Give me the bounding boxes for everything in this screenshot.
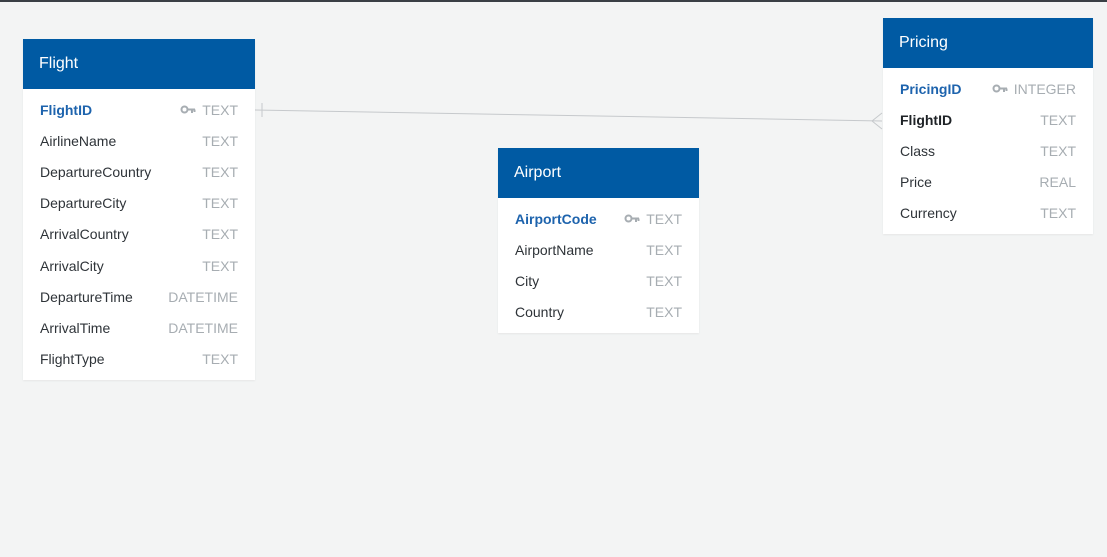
- table-flight[interactable]: Flight FlightID TEXT AirlineName TEXT De…: [23, 39, 255, 380]
- column-row-airlinename[interactable]: AirlineName TEXT: [23, 125, 255, 156]
- column-name: ArrivalCountry: [40, 226, 129, 243]
- relation-flight-pricing[interactable]: [254, 103, 883, 130]
- column-type: TEXT: [202, 163, 238, 180]
- column-type: TEXT: [1040, 111, 1076, 128]
- column-name: Country: [515, 304, 565, 321]
- column-row-country[interactable]: Country TEXT: [498, 297, 699, 328]
- column-row-class[interactable]: Class TEXT: [883, 135, 1093, 166]
- column-name: ArrivalTime: [40, 319, 111, 336]
- column-type: TEXT: [202, 226, 238, 243]
- column-row-arrivalcountry[interactable]: ArrivalCountry TEXT: [23, 219, 255, 250]
- table-header-flight[interactable]: Flight: [23, 39, 255, 89]
- column-name: Currency: [900, 205, 957, 222]
- column-name: Price: [900, 174, 932, 191]
- column-name: FlightType: [40, 351, 105, 368]
- column-name: DepartureCity: [40, 195, 127, 212]
- column-type: DATETIME: [168, 319, 238, 336]
- column-row-arrivalcity[interactable]: ArrivalCity TEXT: [23, 250, 255, 281]
- table-columns-airport: AirportCode TEXT AirportName TEXT City T…: [498, 198, 699, 333]
- column-type: INTEGER: [1013, 80, 1076, 97]
- column-type: TEXT: [646, 210, 682, 227]
- table-pricing[interactable]: Pricing PricingID INTEGER FlightID TEXT …: [883, 18, 1093, 234]
- column-name: FlightID: [900, 111, 953, 128]
- table-columns-pricing: PricingID INTEGER FlightID TEXT Class TE…: [883, 68, 1093, 234]
- table-header-airport[interactable]: Airport: [498, 148, 699, 198]
- column-row-flighttype[interactable]: FlightType TEXT: [23, 344, 255, 375]
- column-row-departuretime[interactable]: DepartureTime DATETIME: [23, 281, 255, 312]
- table-airport[interactable]: Airport AirportCode TEXT AirportName TEX…: [498, 148, 699, 333]
- top-border: [0, 0, 1107, 2]
- key-icon: [624, 214, 640, 223]
- column-type: TEXT: [202, 195, 238, 212]
- column-name: AirportName: [515, 241, 594, 258]
- column-type: TEXT: [202, 351, 238, 368]
- column-name: AirportCode: [515, 210, 597, 227]
- column-name: DepartureCountry: [40, 163, 152, 180]
- column-type: TEXT: [202, 101, 238, 118]
- column-name: PricingID: [900, 80, 962, 97]
- column-row-city[interactable]: City TEXT: [498, 265, 699, 296]
- column-row-departurecountry[interactable]: DepartureCountry TEXT: [23, 156, 255, 187]
- column-row-currency[interactable]: Currency TEXT: [883, 198, 1093, 229]
- relation-line: [254, 109, 883, 122]
- column-row-flightid[interactable]: FlightID TEXT: [23, 94, 255, 125]
- table-header-pricing[interactable]: Pricing: [883, 18, 1093, 68]
- column-row-flightid-fk[interactable]: FlightID TEXT: [883, 104, 1093, 135]
- column-type: REAL: [1039, 174, 1076, 191]
- column-name: ArrivalCity: [40, 257, 104, 274]
- column-name: DepartureTime: [40, 288, 133, 305]
- key-icon: [180, 105, 196, 114]
- column-type: TEXT: [646, 241, 682, 258]
- column-name: AirlineName: [40, 132, 117, 149]
- column-name: Class: [900, 142, 936, 159]
- column-name: FlightID: [40, 101, 93, 118]
- column-row-pricingid[interactable]: PricingID INTEGER: [883, 73, 1093, 104]
- column-row-price[interactable]: Price REAL: [883, 167, 1093, 198]
- column-row-airportname[interactable]: AirportName TEXT: [498, 234, 699, 265]
- table-columns-flight: FlightID TEXT AirlineName TEXT Departure…: [23, 89, 255, 380]
- key-icon: [992, 84, 1008, 93]
- column-type: DATETIME: [168, 288, 238, 305]
- column-name: City: [515, 272, 540, 289]
- column-type: TEXT: [1040, 205, 1076, 222]
- column-type: TEXT: [646, 304, 682, 321]
- column-row-arrivaltime[interactable]: ArrivalTime DATETIME: [23, 312, 255, 343]
- column-row-departurecity[interactable]: DepartureCity TEXT: [23, 188, 255, 219]
- many-end-marker: [871, 112, 883, 130]
- column-type: TEXT: [1040, 142, 1076, 159]
- column-row-airportcode[interactable]: AirportCode TEXT: [498, 203, 699, 234]
- column-type: TEXT: [646, 272, 682, 289]
- column-type: TEXT: [202, 257, 238, 274]
- column-type: TEXT: [202, 132, 238, 149]
